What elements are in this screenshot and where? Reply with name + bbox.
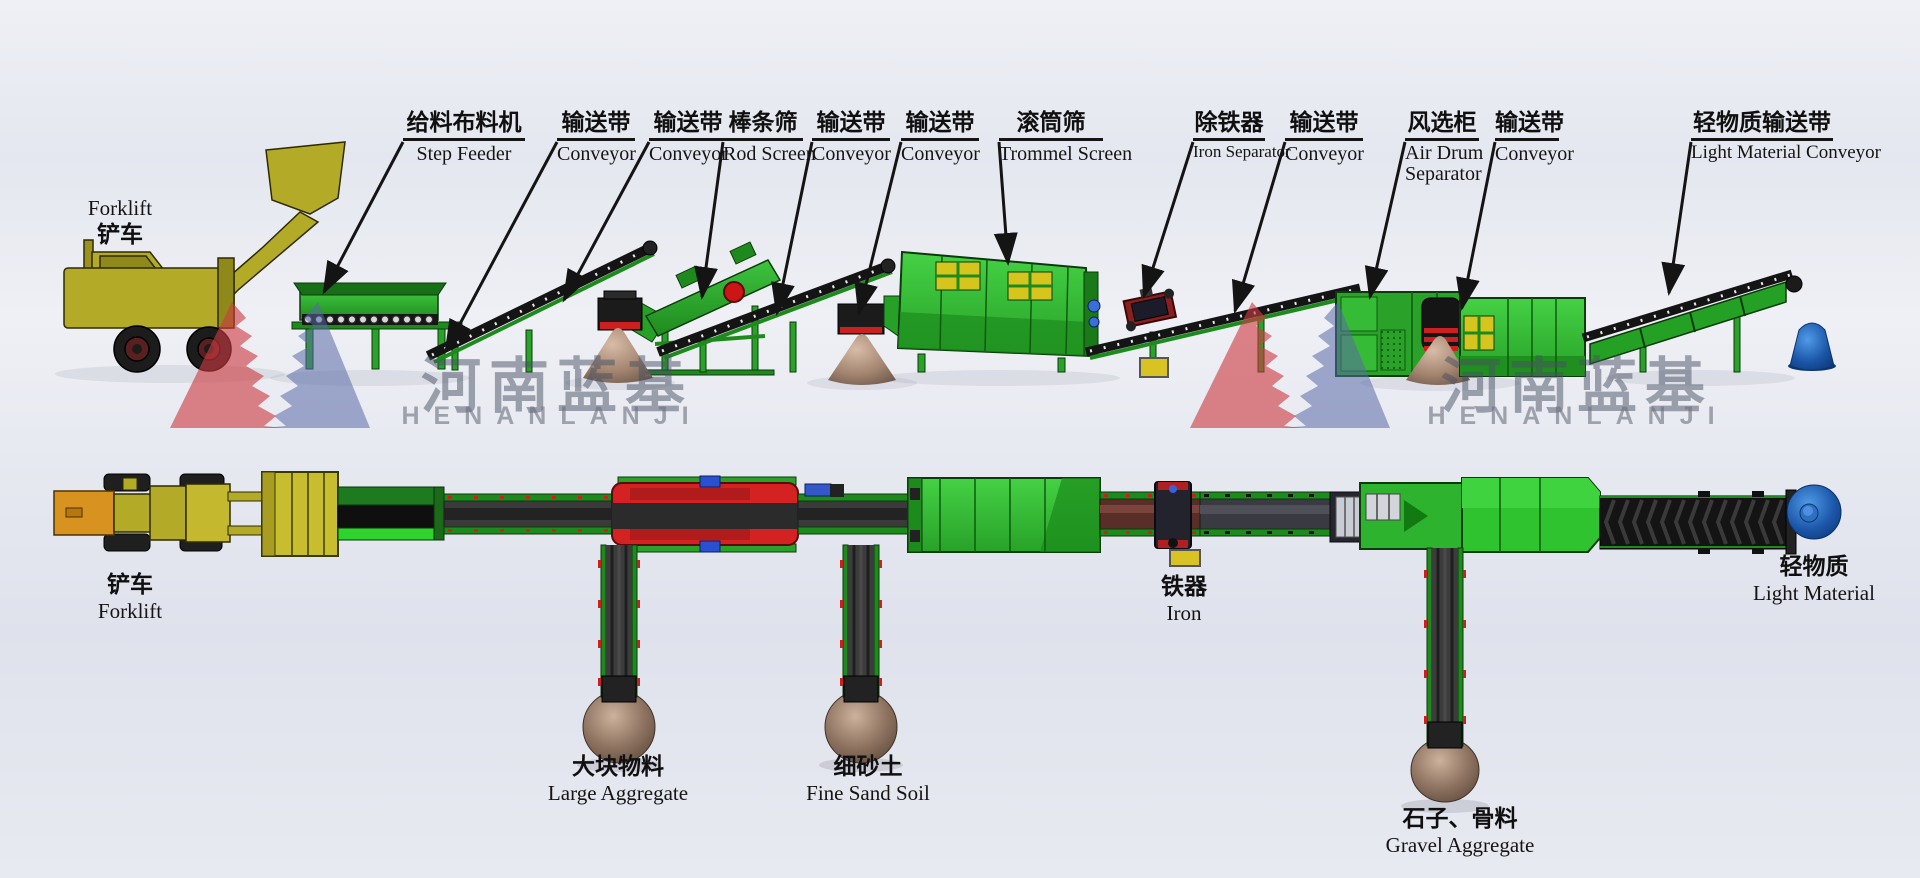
iron-box-plan bbox=[1169, 549, 1201, 567]
label-iron-separator: 除铁器 Iron Separator bbox=[1193, 109, 1291, 161]
label-conveyor-5: 输送带 Conveyor bbox=[1285, 109, 1364, 165]
watermark-triangle-red bbox=[170, 302, 283, 428]
air-drum-separator bbox=[1335, 291, 1586, 385]
drop-conveyor-fine-sand bbox=[819, 544, 903, 772]
leader-lines bbox=[322, 141, 1693, 353]
label-rod-screen: 棒条筛 Rod Screen bbox=[723, 109, 816, 165]
forklift-plan bbox=[53, 473, 267, 552]
label-step-feeder: 给料布料机 Step Feeder bbox=[403, 109, 525, 165]
drop-conveyor-gravel bbox=[1401, 547, 1489, 813]
iron-box-side bbox=[1139, 357, 1169, 378]
trommel-window-1 bbox=[935, 261, 981, 291]
label-conveyor-3: 输送带 Conveyor bbox=[812, 109, 891, 165]
label-fine-sand: 细砂土 Fine Sand Soil bbox=[806, 753, 930, 805]
watermark-cn-right: 河南蓝基 bbox=[1441, 353, 1713, 420]
trommel-screen bbox=[883, 250, 1101, 373]
light-material-cone bbox=[1788, 322, 1836, 371]
label-conveyor-6: 输送带 Conveyor bbox=[1495, 109, 1574, 165]
light-material-conveyor bbox=[1581, 269, 1803, 373]
label-gravel: 石子、骨料 Gravel Aggregate bbox=[1385, 805, 1535, 857]
watermark-triangle-blue bbox=[262, 302, 370, 428]
drop-conveyor-large-aggregate bbox=[577, 544, 661, 772]
label-iron: 铁器 Iron bbox=[1161, 573, 1207, 625]
label-light-material-conveyor: 轻物质输送带 Light Material Conveyor bbox=[1691, 109, 1881, 163]
watermark-en-left: HENANLANJI bbox=[401, 402, 703, 430]
label-step-feeder-cn: 给料布料机 bbox=[403, 109, 525, 141]
iron-separator-plan bbox=[1154, 481, 1192, 549]
light-material-sphere bbox=[1786, 484, 1842, 540]
duct-plan bbox=[1461, 477, 1601, 553]
air-separator-plan bbox=[1329, 482, 1463, 550]
plan-belt-h bbox=[1199, 491, 1337, 537]
watermark-logo-left bbox=[170, 302, 370, 428]
label-conveyor-4: 输送带 Conveyor bbox=[901, 109, 980, 165]
feeder-plan bbox=[261, 471, 339, 557]
label-conveyor-1: 输送带 Conveyor bbox=[557, 109, 636, 165]
label-trommel-screen: 滚筒筛 Trommel Screen bbox=[999, 109, 1133, 165]
label-forklift-plan: 铲车 Forklift bbox=[97, 571, 163, 623]
label-forklift-side: Forklift 铲车 bbox=[87, 196, 153, 248]
label-step-feeder-en: Step Feeder bbox=[416, 142, 512, 165]
air-separator-window bbox=[1463, 315, 1495, 351]
watermark-cn-left: 河南蓝基 bbox=[421, 353, 693, 420]
label-air-drum-separator: 风选柜 Air Drum Separator bbox=[1405, 109, 1484, 185]
plan-belt-a bbox=[337, 486, 445, 541]
watermark-en-right: HENANLANJI bbox=[1427, 402, 1729, 430]
trommel-plan bbox=[907, 477, 1101, 553]
label-conveyor-2: 输送带 Conveyor bbox=[649, 109, 728, 165]
watermark-logo-right bbox=[1190, 302, 1390, 428]
chevron-belt-plan bbox=[1599, 489, 1797, 555]
plan-belt-d bbox=[797, 483, 911, 535]
plan-belt-b bbox=[443, 493, 615, 535]
iron-separator-side bbox=[1122, 287, 1178, 332]
label-light-material: 轻物质 Light Material bbox=[1753, 553, 1875, 605]
label-large-aggregate: 大块物料 Large Aggregate bbox=[547, 753, 689, 805]
rod-screen-plan bbox=[611, 475, 799, 553]
trommel-window-2 bbox=[1007, 271, 1053, 301]
